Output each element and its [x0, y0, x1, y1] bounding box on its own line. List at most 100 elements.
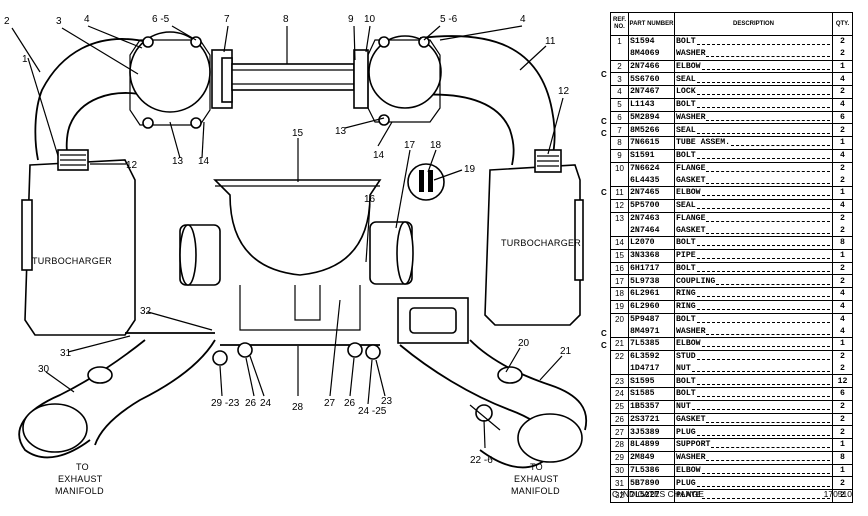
- quantity: 4: [832, 97, 853, 111]
- description-text: TUBE ASSEM.: [676, 138, 731, 148]
- leader-dots: [696, 378, 830, 385]
- callout: 18: [430, 140, 442, 151]
- description: SUPPORT: [674, 438, 833, 452]
- ref-no: 26: [610, 412, 629, 426]
- leader-dots: [706, 416, 830, 423]
- ref-no: 6: [610, 110, 629, 124]
- right-coupling-face: [396, 221, 414, 285]
- description-text: RING: [676, 289, 696, 299]
- leader-dots: [696, 429, 830, 436]
- ref-no: 22: [610, 349, 629, 363]
- quantity: 1: [832, 438, 853, 452]
- callout: 26: [344, 398, 356, 409]
- part-number: S1585: [628, 387, 675, 401]
- ref-no: 18: [610, 287, 629, 301]
- leader-dots: [696, 76, 830, 83]
- ref-no-header: REF. NO.: [610, 12, 629, 36]
- description-text: ELBOW: [676, 188, 701, 198]
- description: PLUG: [674, 425, 833, 439]
- ref-no: 12: [610, 198, 629, 212]
- quantity: 12: [832, 374, 853, 388]
- leader-dots: [706, 454, 830, 462]
- leader-dots: [716, 278, 830, 285]
- change-mark: C: [601, 129, 607, 138]
- right-seal: [353, 49, 369, 109]
- part-number: 5B7890: [628, 476, 675, 490]
- part-number: 6L2960: [628, 299, 675, 313]
- callout: 16: [364, 194, 376, 205]
- leader-dots: [701, 467, 830, 474]
- leader-dots: [731, 139, 830, 147]
- callout: 4: [84, 14, 90, 25]
- quantity: 1: [832, 186, 853, 200]
- leader-dots: [701, 189, 830, 197]
- change-mark: C: [601, 70, 607, 80]
- quantity: 2: [832, 47, 853, 60]
- part-number: 2N7464: [628, 224, 675, 237]
- description: RING: [674, 299, 833, 313]
- quantity: 2: [832, 85, 853, 99]
- quantity: 2: [832, 34, 853, 48]
- callout: 12: [126, 160, 138, 171]
- leader-dots: [696, 202, 830, 210]
- description: BOLT: [674, 97, 833, 111]
- description-text: GASKET: [676, 225, 706, 235]
- quantity: 1: [832, 248, 853, 262]
- description: ELBOW: [674, 186, 833, 200]
- quantity: 4: [832, 72, 853, 86]
- part-number: 2N7466: [628, 59, 675, 73]
- ref-no: 21: [610, 337, 629, 351]
- leader-dots: [706, 328, 830, 335]
- leader-dots: [706, 165, 830, 172]
- quantity: 2: [832, 349, 853, 363]
- callout: 14: [373, 150, 385, 161]
- description-text: BOLT: [676, 376, 696, 386]
- description: WASHER: [674, 47, 833, 60]
- leader-dots: [696, 303, 830, 311]
- page-code: 170510: [823, 489, 852, 499]
- callout: 12: [558, 86, 570, 97]
- description-text: LOCK: [676, 87, 696, 97]
- right-exhaust-elbow-inner: [469, 339, 588, 431]
- tube-assembly: [231, 63, 355, 91]
- support-center: [294, 285, 321, 321]
- leader-dots: [696, 480, 830, 487]
- ref-no: 25: [610, 399, 629, 413]
- to-exhaust-right-line2: EXHAUST: [514, 474, 559, 484]
- quantity: 8: [832, 236, 853, 250]
- callout: 26: [245, 398, 257, 409]
- right-flange-plate: [367, 39, 441, 123]
- description-text: PIPE: [676, 251, 696, 261]
- description: GASKET: [674, 224, 833, 237]
- part-number: 3J5389: [628, 425, 675, 439]
- leader-dots: [696, 252, 830, 260]
- description-text: PLATE: [676, 491, 701, 501]
- right-turbocharger-body: [484, 164, 581, 326]
- bolt-hole: [142, 117, 154, 129]
- ref-no: 20: [610, 312, 629, 326]
- leader-lines: [11, 25, 564, 449]
- qty-header: QTY.: [832, 12, 853, 36]
- quantity: 2: [832, 476, 853, 490]
- stud-nut: [475, 404, 493, 422]
- right-elbow-outer: [419, 35, 556, 161]
- callout: 11: [545, 36, 556, 47]
- left-exhaust-outlet: [22, 403, 88, 453]
- leader-dots: [701, 492, 830, 500]
